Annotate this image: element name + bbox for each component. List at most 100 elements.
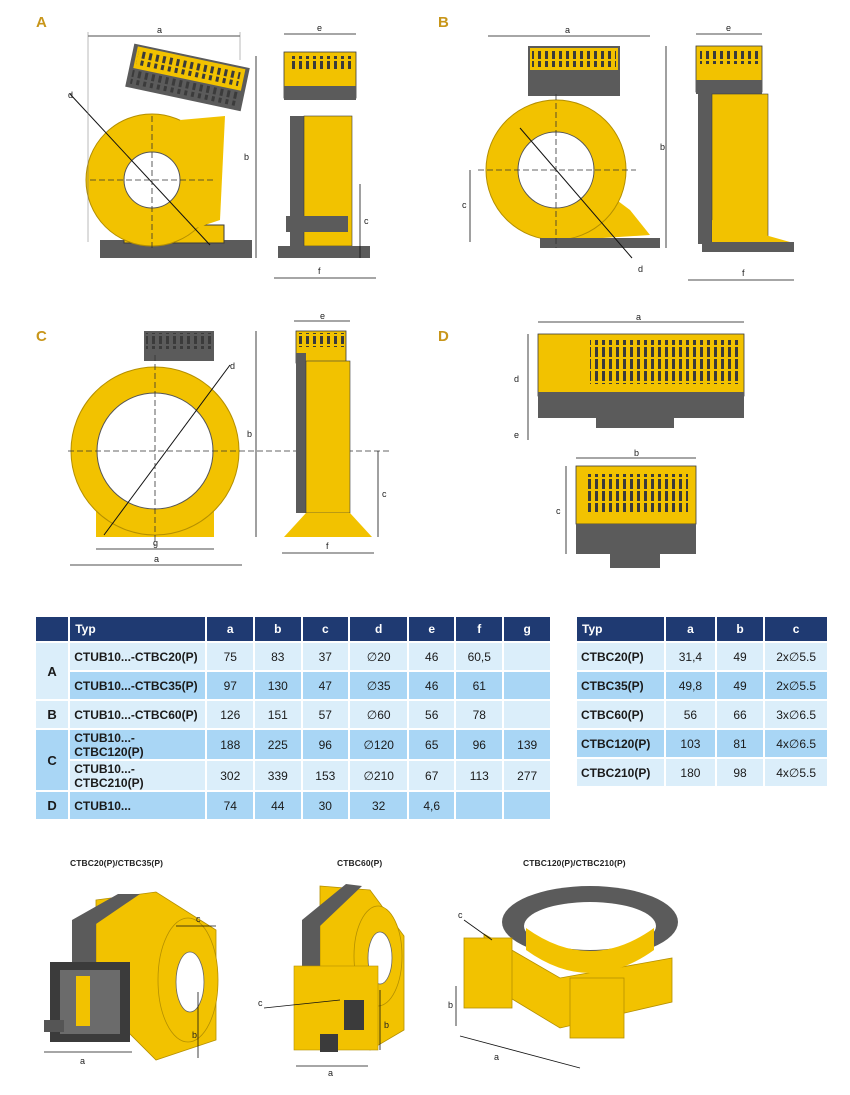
cell-e: 56 (409, 701, 455, 728)
iso-ctbc20-35: a b c (44, 891, 219, 1066)
cell-a: 49,8 (666, 672, 715, 699)
cell-typ: CTUB10...-CTBC60(P) (70, 701, 206, 728)
drawing-a-front (69, 32, 257, 258)
cell-typ: CTUB10...-CTBC20(P) (70, 643, 206, 670)
table-header-b: b (255, 617, 301, 641)
dim-c-b: b (247, 429, 252, 439)
dim-c-a: a (154, 554, 159, 564)
cell-a: 126 (207, 701, 254, 728)
table-header-d: d (350, 617, 408, 641)
cell-b: 151 (255, 701, 301, 728)
dim-line-c-d (103, 364, 231, 536)
drawing-b-side (688, 33, 794, 281)
dim-d-c: c (556, 506, 561, 516)
cell-b: 44 (255, 792, 301, 819)
cell-a: 31,4 (666, 643, 715, 670)
cell-c: 37 (302, 643, 349, 670)
dim-a-c: c (364, 216, 369, 226)
drawing-d-top (527, 321, 745, 440)
dim-iso2-a: a (328, 1068, 333, 1078)
dim-d-d: d (514, 374, 519, 384)
dim-line-b-d (519, 127, 633, 259)
drawing-c: g a b d e c f (68, 311, 390, 566)
drawing-d-bottom (565, 457, 697, 568)
caption-ctbc60: CTBC60(P) (337, 858, 383, 868)
cell-typ: CTBC35(P) (577, 672, 665, 699)
table-row: CTBC60(P) 56 66 3x∅6.5 (577, 701, 827, 728)
dim-b-b: b (660, 142, 665, 152)
cell-d: 32 (350, 792, 408, 819)
cell-typ: CTUB10...-CTBC210(P) (70, 761, 206, 790)
dim-a-a: a (157, 25, 162, 35)
caption-ctbc120-210: CTBC120(P)/CTBC210(P) (523, 858, 626, 868)
cell-b: 339 (255, 761, 301, 790)
dim-line-iso3-a (459, 1035, 581, 1069)
cell-c: 30 (302, 792, 349, 819)
dim-line-iso3-c (463, 919, 493, 941)
section-label-c: C (36, 328, 47, 345)
dim-c-e: e (320, 311, 325, 321)
dim-c-c: c (382, 489, 387, 499)
dim-c-f: f (326, 541, 329, 551)
cell-c: 2x∅5.5 (765, 672, 827, 699)
table-row: A CTUB10...-CTBC20(P) 75 83 37 ∅20 46 60… (36, 643, 550, 699)
cell-d: ∅120 (350, 730, 408, 759)
caption-ctbc20-35: CTBC20(P)/CTBC35(P) (70, 858, 164, 868)
dim-d-e: e (514, 430, 519, 440)
dim-b-d: d (638, 264, 643, 274)
table-row: CTBC210(P) 180 98 4x∅5.5 (577, 759, 827, 786)
cell-b: 83 (255, 643, 301, 670)
cell-e: 46 (409, 643, 455, 670)
cell-typ: CTUB10...-CTBC35(P) (70, 672, 206, 699)
group-cell-c: C (36, 730, 69, 790)
drawing-b: a b c d e f (462, 23, 794, 281)
dim-iso3-c: c (458, 910, 463, 920)
cell-d: ∅20 (350, 643, 408, 670)
table-header-f: f (456, 617, 503, 641)
cell-a: 56 (666, 701, 715, 728)
table-header-row: Typ a b c (577, 617, 827, 641)
table-header-a: a (666, 617, 715, 641)
cell-f: 113 (456, 761, 503, 790)
cell-g (504, 792, 550, 819)
cell-b: 49 (716, 643, 764, 670)
cell-a: 180 (666, 759, 715, 786)
dim-iso1-c: c (196, 914, 201, 924)
cell-a: 103 (666, 730, 715, 757)
cell-d: ∅35 (350, 672, 408, 699)
table-header-row: Typ a b c d e f g (36, 617, 550, 641)
iso-ctbc120-210: a b c (448, 886, 678, 1069)
cell-f: 61 (456, 672, 503, 699)
cell-b: 130 (255, 672, 301, 699)
table-header-typ: Typ (70, 617, 206, 641)
cell-e: 65 (409, 730, 455, 759)
cell-b: 49 (716, 672, 764, 699)
drawing-a-side (274, 33, 376, 279)
table-header-e: e (409, 617, 455, 641)
cell-typ: CTBC210(P) (577, 759, 665, 786)
table-header-group (36, 617, 69, 641)
dim-d-b: b (634, 448, 639, 458)
cell-b: 81 (716, 730, 764, 757)
cell-f: 96 (456, 730, 503, 759)
cell-b: 225 (255, 730, 301, 759)
cell-a: 75 (207, 643, 254, 670)
cell-c: 57 (302, 701, 349, 728)
cell-c: 4x∅6.5 (765, 730, 827, 757)
cell-a: 188 (207, 730, 254, 759)
dim-c-d: d (230, 361, 235, 371)
dim-iso3-a: a (494, 1052, 499, 1062)
cell-e: 4,6 (409, 792, 455, 819)
table-row: CTUB10...-CTBC35(P) 97 130 47 ∅35 46 61 (36, 672, 550, 699)
drawing-b-front (469, 35, 667, 259)
cell-typ: CTUB10...-CTBC120(P) (70, 730, 206, 759)
dimension-table-ctbc: Typ a b c CTBC20(P) 31,4 49 2x∅5.5 CTBC3… (575, 615, 829, 788)
table-row: CTUB10...-CTBC210(P) 302 339 153 ∅210 67… (36, 761, 550, 790)
dim-iso1-b: b (192, 1030, 197, 1040)
dim-line-a-d (69, 93, 211, 246)
cell-f (456, 792, 503, 819)
table-row: C CTUB10...-CTBC120(P) 188 225 96 ∅120 6… (36, 730, 550, 790)
cell-a: 97 (207, 672, 254, 699)
cell-typ: CTBC60(P) (577, 701, 665, 728)
group-cell-a: A (36, 643, 69, 699)
